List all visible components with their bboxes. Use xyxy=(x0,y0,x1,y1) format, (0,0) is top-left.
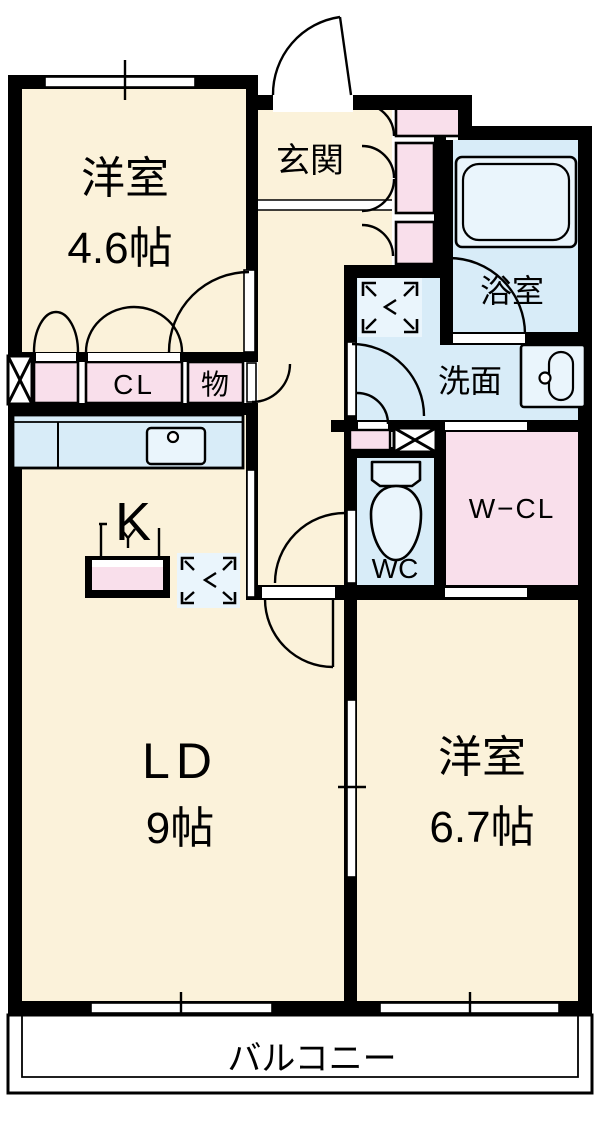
wcl-south-opening xyxy=(445,588,527,597)
shoe-cabinet-bottom xyxy=(394,220,436,266)
washroom-label: 洗面 xyxy=(438,363,502,399)
entrance-step xyxy=(258,200,392,210)
stove-icon xyxy=(85,522,170,598)
door-arcs xyxy=(32,15,527,669)
entrance-door-leaf xyxy=(338,16,353,96)
living-dining-size: 9帖 xyxy=(146,804,214,853)
shoe-cabinet-bottom-door-arc xyxy=(361,223,395,257)
wcl-north-opening xyxy=(445,422,527,430)
refrigerator-space-icon xyxy=(177,553,240,608)
washroom-cabinet-door-arc xyxy=(356,391,390,425)
wc-label: WC xyxy=(372,553,419,584)
wall-bathroom-west xyxy=(440,140,453,345)
pipe-space-left-icon xyxy=(6,354,34,406)
wall-outer-right xyxy=(578,126,592,1015)
pipe-space-wc-icon xyxy=(392,426,438,454)
shoe-cabinet-middle-door-arc-1 xyxy=(361,144,396,179)
storage-door-leaf xyxy=(246,362,257,403)
western-room-2-label: 洋室 xyxy=(438,733,526,782)
closet-label: CL xyxy=(113,369,155,400)
wall-outer-left xyxy=(8,75,22,1015)
closet-box xyxy=(84,360,184,405)
wall-wc-east xyxy=(434,420,446,600)
shoe-cabinet-top-door-arc xyxy=(361,102,396,137)
balcony-structure xyxy=(6,1013,594,1095)
living-dining-floor xyxy=(22,403,344,1001)
storage-label: 物 xyxy=(201,369,229,400)
fixtures xyxy=(6,155,587,608)
entrance-floor xyxy=(258,108,392,213)
wc-door-arc xyxy=(273,511,346,584)
kitchen-label: K xyxy=(115,492,151,552)
washbasin-icon xyxy=(519,343,587,409)
western-room-2-floor xyxy=(357,600,578,1001)
closet-opening xyxy=(88,353,180,361)
entrance-label: 玄関 xyxy=(276,142,344,180)
bathroom-label: 浴室 xyxy=(480,273,544,309)
wc-door-leaf xyxy=(346,509,357,584)
bathtub-icon xyxy=(454,155,578,249)
balcony-inner-line xyxy=(21,1015,579,1078)
labels: 洋室 4.6帖 玄関 浴室 洗面 CL 物 K WC W−CL LD 9帖 洋室… xyxy=(67,142,556,1078)
bathroom-door-threshold xyxy=(453,334,525,343)
sliding-door-ld-western2 xyxy=(346,699,357,878)
entrance-door-arc xyxy=(271,15,341,96)
storage-door-arc xyxy=(251,363,292,404)
western-room-1-size: 4.6帖 xyxy=(67,224,172,273)
toilet-icon xyxy=(369,460,423,562)
washing-machine-pan-icon xyxy=(358,278,422,337)
western-room-2-size: 6.7帖 xyxy=(429,803,534,852)
room-fills xyxy=(22,89,578,1001)
balcony-outline xyxy=(6,1013,594,1095)
western-room-1-label: 洋室 xyxy=(81,154,169,203)
wall-sanitary-top xyxy=(344,265,446,278)
western1-door-leaf xyxy=(243,269,256,353)
ld-door-arc xyxy=(263,598,334,669)
kitchen-counter-icon xyxy=(11,413,245,470)
western1-door-arc xyxy=(167,270,250,353)
ld-door-opening xyxy=(262,587,335,598)
balcony-label: バルコニー xyxy=(227,1040,396,1078)
closet-small-box xyxy=(32,360,80,405)
window-western1-top xyxy=(44,76,196,88)
living-dining-label: LD xyxy=(142,733,218,789)
hall-floor xyxy=(258,213,392,265)
closet-small-opening xyxy=(36,353,76,361)
bathroom-door-arc xyxy=(448,256,527,335)
wall-top-right xyxy=(458,126,592,140)
walk-in-closet-label: W−CL xyxy=(469,493,556,524)
kitchen-corridor-opening xyxy=(246,469,256,598)
washroom-cabinet xyxy=(348,428,392,452)
shoe-cabinet-middle-door-arc-2 xyxy=(361,178,396,213)
closet-small-bifold-arcs xyxy=(32,310,80,353)
storage-box xyxy=(186,360,245,405)
washroom-cabinet-opening xyxy=(358,422,388,430)
washroom-door-leaf xyxy=(346,341,357,417)
washroom-door-arc xyxy=(351,342,426,417)
shoe-cabinet-middle xyxy=(394,141,436,215)
entrance-door-opening xyxy=(273,93,353,112)
closet-bifold-arcs xyxy=(84,305,184,353)
wall-closet-row-bottom xyxy=(8,403,246,415)
walk-in-closet-floor xyxy=(446,432,578,588)
